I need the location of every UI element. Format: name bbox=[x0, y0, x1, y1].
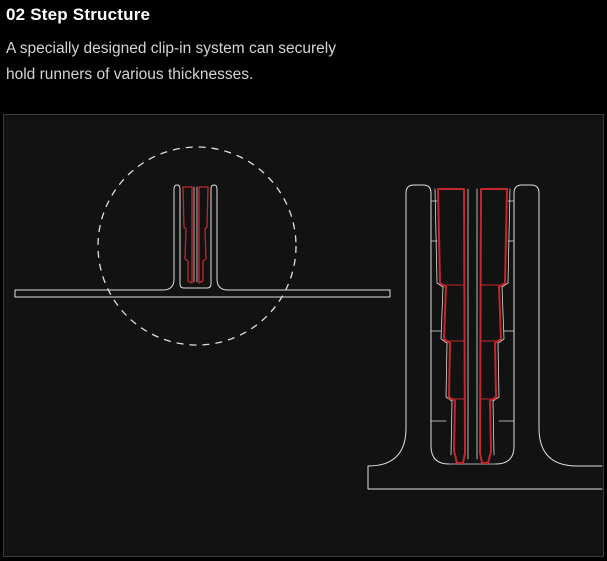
center-slot-lines bbox=[467, 188, 478, 460]
section-subtitle: A specially designed clip-in system can … bbox=[6, 36, 336, 88]
clip-right-highlight bbox=[479, 188, 508, 464]
rail-profile-outline bbox=[14, 184, 391, 298]
clip-left-highlight-small bbox=[182, 186, 193, 284]
wall-step-echo-right bbox=[492, 188, 511, 456]
subtitle-line-2: hold runners of various thicknesses. bbox=[6, 66, 254, 83]
base-flange-outline bbox=[367, 465, 603, 490]
section-title: 02 Step Structure bbox=[6, 5, 151, 24]
subtitle-line-1: A specially designed clip-in system can … bbox=[6, 40, 336, 57]
clip-right-highlight-small bbox=[198, 186, 209, 284]
clip-step-lines-left bbox=[440, 284, 465, 400]
diagram-panel bbox=[3, 114, 604, 557]
detail-view bbox=[14, 146, 391, 346]
center-slot-lines-small bbox=[193, 186, 198, 283]
clip-left-highlight bbox=[437, 188, 466, 464]
enlarged-view bbox=[367, 184, 603, 490]
wall-rib-ticks bbox=[430, 200, 515, 422]
cross-section-diagram bbox=[14, 146, 603, 490]
right-wall-outline bbox=[495, 184, 578, 467]
left-wall-outline bbox=[367, 184, 450, 467]
wall-step-echo-left bbox=[434, 188, 453, 456]
detail-circle bbox=[97, 146, 297, 346]
clip-step-lines-right bbox=[480, 284, 505, 400]
